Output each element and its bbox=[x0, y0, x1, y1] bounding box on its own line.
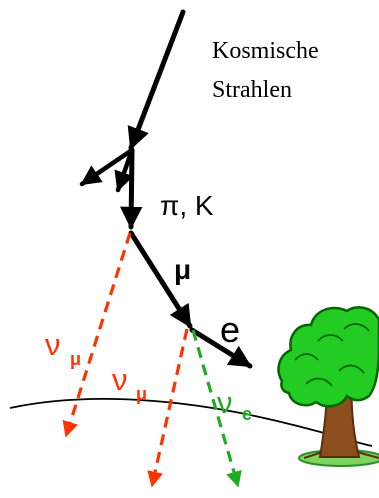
electron-label: e bbox=[220, 309, 240, 350]
cosmic-rays-label-line1: Kosmische bbox=[212, 38, 319, 64]
pion-kaon-track bbox=[120, 147, 143, 230]
muon-neutrino-right-main: ν bbox=[112, 362, 128, 397]
tree-icon bbox=[277, 306, 379, 467]
cosmic-ray-track bbox=[127, 9, 186, 151]
tree-root-left bbox=[303, 451, 323, 459]
tree-foliage-detail-5 bbox=[338, 364, 365, 374]
muon-neutrino-left-arrow bbox=[62, 232, 132, 438]
tree-foliage-detail-4 bbox=[305, 377, 333, 387]
muon-track bbox=[128, 230, 193, 329]
tree-foliage-detail-2 bbox=[317, 334, 344, 342]
tree-foliage-detail-3 bbox=[343, 323, 370, 332]
tree-foliage-detail-1 bbox=[294, 353, 319, 361]
tree-root-right bbox=[356, 451, 379, 459]
muon-neutrino-right-arrow bbox=[147, 328, 189, 488]
tree-foliage bbox=[277, 306, 379, 408]
electron-neutrino-main: ν bbox=[217, 385, 233, 420]
mu-label: μ bbox=[174, 254, 191, 285]
electron-neutrino-arrow bbox=[191, 329, 242, 488]
cosmic-rays-label-line2: Strahlen bbox=[212, 77, 292, 103]
electron-neutrino-sub: e bbox=[242, 404, 252, 424]
muon-neutrino-right-sub: μ bbox=[136, 384, 147, 404]
muon-neutrino-left-main: ν bbox=[45, 327, 61, 362]
ground-line bbox=[9, 398, 373, 447]
pi-k-label: π, K bbox=[160, 190, 214, 221]
electron-track bbox=[189, 327, 253, 369]
muon-neutrino-left-sub: μ bbox=[70, 349, 81, 369]
branch-arrow-left bbox=[79, 147, 135, 187]
